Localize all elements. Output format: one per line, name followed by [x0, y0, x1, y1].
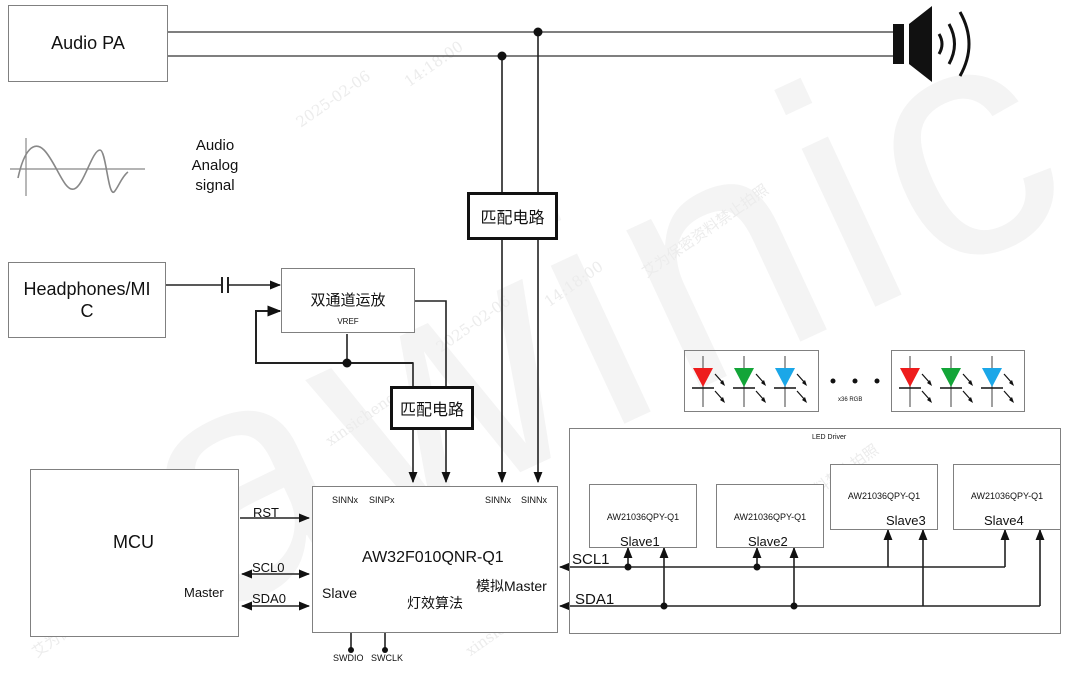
- junction-dot: [497, 51, 507, 61]
- audio-signal-label: Audio Analog signal: [185, 136, 245, 196]
- rgb-led-group-right: [891, 350, 1025, 412]
- dual-opamp-block: 双通道运放 VREF: [281, 268, 415, 333]
- opamp-label: 双通道运放: [310, 292, 386, 309]
- audio-pa-label: Audio PA: [51, 33, 125, 53]
- pin-sinpx: SINPx: [369, 495, 395, 505]
- headphones-mic-block: Headphones/MI C: [8, 262, 166, 338]
- audio-signal-line: signal: [195, 177, 235, 194]
- slave1-block: AW21036QPY-Q1 Slave1: [589, 484, 697, 549]
- ellipsis-dot: [830, 378, 836, 384]
- rgb-led-icon: [940, 356, 973, 407]
- mcu-block: MCU Master: [30, 469, 239, 637]
- slave-part-label: AW21036QPY-Q1: [733, 512, 807, 522]
- chip-algo-label: 灯效算法: [407, 595, 463, 611]
- rgb-led-icon: [981, 356, 1014, 407]
- match-circuit-top: 匹配电路: [467, 192, 558, 240]
- chip-slave-label: Slave: [322, 585, 358, 601]
- pin-swclk: SWCLK: [371, 653, 404, 663]
- block-diagram-wires: [10, 6, 1045, 653]
- rgb-led-icon: [692, 356, 725, 407]
- junction-dot: [790, 602, 798, 610]
- junction-dot: [624, 563, 632, 571]
- mcu-label: MCU: [113, 532, 154, 552]
- sda0-signal-label: SDA0: [252, 591, 286, 606]
- junction-dot: [660, 602, 668, 610]
- slave-role-label: Slave4: [984, 513, 1024, 528]
- chip-name-label: AW32F010QNR-Q1: [362, 549, 504, 566]
- pin-sinnx: SINNx: [332, 495, 359, 505]
- junction-dot: [753, 563, 761, 571]
- audio-signal-line: Audio: [195, 137, 235, 154]
- match-circuit-label: 匹配电路: [399, 402, 464, 419]
- scl0-signal-label: SCL0: [252, 560, 285, 575]
- mcu-role-label: Master: [184, 585, 224, 600]
- pin-swdio: SWDIO: [333, 653, 364, 663]
- led-driver-title: LED Driver: [812, 434, 847, 441]
- led-count-caption: x36 RGB: [838, 397, 863, 403]
- slave-part-label: AW21036QPY-Q1: [970, 491, 1044, 501]
- rgb-led-icon: [733, 356, 766, 407]
- rst-signal-label: RST: [253, 505, 279, 520]
- rgb-led-icon: [774, 356, 807, 407]
- slave-role-label: Slave3: [886, 513, 926, 528]
- sda1-signal-label: SDA1: [575, 591, 615, 608]
- slave-role-label: Slave1: [620, 534, 660, 549]
- audio-signal-line: Analog: [191, 157, 239, 174]
- audio-pa-block: Audio PA: [8, 5, 168, 82]
- pin-dot: [382, 647, 388, 653]
- slave-part-label: AW21036QPY-Q1: [606, 512, 680, 522]
- rgb-led-group-left: [684, 350, 819, 412]
- slave-role-label: Slave2: [748, 534, 788, 549]
- pin-sinnx: SINNx: [521, 495, 548, 505]
- aw32f010-chip-block: SINNx SINPx SINNx SINNx AW32F010QNR-Q1 S…: [312, 486, 558, 633]
- slave-part-label: AW21036QPY-Q1: [847, 491, 921, 501]
- junction-dot: [533, 27, 543, 37]
- ellipsis-dot: [874, 378, 880, 384]
- chip-master-label: 模拟Master: [476, 578, 547, 594]
- scl1-signal-label: SCL1: [572, 551, 610, 568]
- slave4-block: AW21036QPY-Q1 Slave4: [953, 464, 1061, 530]
- headphones-label: C: [80, 301, 94, 321]
- speaker-icon: [893, 6, 971, 82]
- rgb-led-icon: [899, 356, 932, 407]
- slave3-block: AW21036QPY-Q1 Slave3: [830, 464, 938, 530]
- vref-label: VREF: [337, 317, 359, 326]
- pin-sinnx: SINNx: [485, 495, 512, 505]
- junction-dot: [342, 358, 352, 368]
- led-driver-block: LED Driver: [569, 428, 1061, 634]
- ellipsis-dot: [852, 378, 858, 384]
- match-circuit-mid: 匹配电路: [390, 386, 474, 430]
- match-circuit-label: 匹配电路: [480, 210, 545, 227]
- sine-wave-icon: [10, 138, 145, 196]
- slave2-block: AW21036QPY-Q1 Slave2: [716, 484, 824, 549]
- pin-dot: [348, 647, 354, 653]
- headphones-label: Headphones/MI: [23, 279, 151, 299]
